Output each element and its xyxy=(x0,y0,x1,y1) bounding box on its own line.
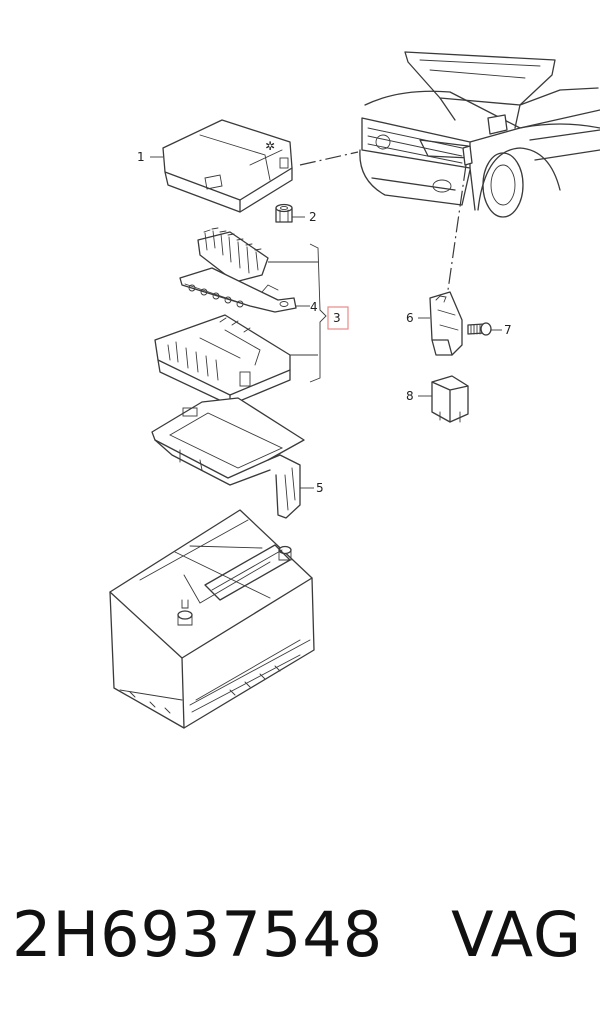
guide-line xyxy=(299,151,359,166)
part-info-footer: 2H6937548 VAG xyxy=(0,885,600,985)
vehicle-illustration xyxy=(359,51,600,218)
callout-3: 3 xyxy=(333,311,341,325)
callout-7: 7 xyxy=(504,323,512,337)
part-1-cover: ✲ xyxy=(162,119,293,213)
part-5-battery-tray xyxy=(151,397,305,519)
part-2-nut xyxy=(275,203,293,223)
brand-label: VAG xyxy=(451,898,582,971)
part-fuse-base xyxy=(154,314,291,406)
callout-2: 2 xyxy=(309,210,317,224)
part-7-screw xyxy=(467,322,492,336)
callout-5: 5 xyxy=(316,481,324,495)
part-8-relay xyxy=(431,375,469,423)
callout-8: 8 xyxy=(406,389,414,403)
callout-6: 6 xyxy=(406,311,414,325)
svg-text:✲: ✲ xyxy=(265,139,275,153)
battery-illustration xyxy=(109,509,315,729)
callout-4: 4 xyxy=(310,300,318,314)
parts-diagram: ✲ 1 2 4 xyxy=(109,51,600,729)
guide-line xyxy=(447,164,467,291)
callout-3-highlight xyxy=(327,306,349,330)
part-4-busbar xyxy=(179,267,297,313)
part-6-relay-bracket xyxy=(429,291,463,356)
callout-1: 1 xyxy=(137,150,145,164)
group-bracket xyxy=(309,243,327,383)
part-number: 2H6937548 xyxy=(12,898,384,971)
part-fuse-holder xyxy=(197,227,269,283)
